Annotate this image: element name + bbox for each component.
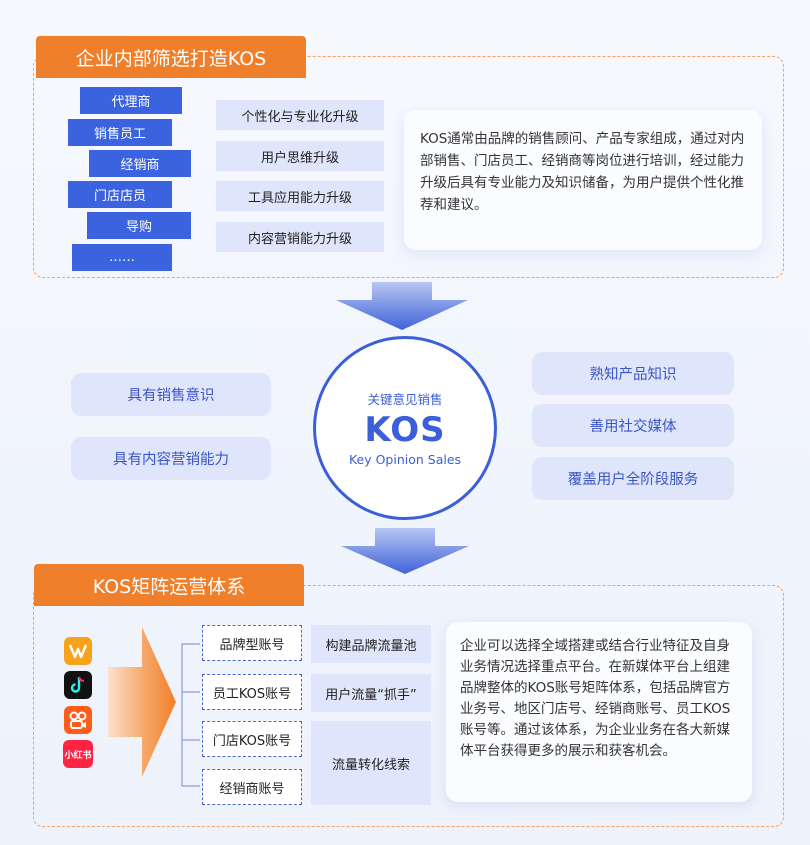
section2-title: KOS矩阵运营体系 xyxy=(34,564,304,606)
account-store-kos: 门店KOS账号 xyxy=(202,721,302,757)
bracket-lines xyxy=(181,643,200,787)
ability-user-thinking: 用户思维升级 xyxy=(216,141,384,171)
down-arrow-icon xyxy=(336,282,468,330)
ability-personalization: 个性化与专业化升级 xyxy=(216,100,384,130)
xiaohongshu-label: 小红书 xyxy=(64,750,92,761)
trait-product-knowledge: 熟知产品知识 xyxy=(532,352,734,395)
function-lead-conversion: 流量转化线索 xyxy=(311,721,431,805)
section1-frame xyxy=(33,56,784,278)
account-brand: 品牌型账号 xyxy=(202,625,302,661)
account-dealer: 经销商账号 xyxy=(202,769,302,805)
trait-sales-awareness: 具有销售意识 xyxy=(71,373,271,416)
role-sales-staff: 销售员工 xyxy=(68,119,172,146)
role-shopping-guide: 导购 xyxy=(87,212,191,239)
xiaohongshu-icon: 小红书 xyxy=(63,740,93,768)
kos-subtitle: 关键意见销售 xyxy=(367,392,443,407)
ability-content-marketing: 内容营销能力升级 xyxy=(216,222,384,252)
weixin-video-icon xyxy=(64,637,92,665)
kos-main-title: KOS xyxy=(364,410,446,450)
function-brand-traffic-pool: 构建品牌流量池 xyxy=(311,625,431,663)
trait-content-marketing: 具有内容营销能力 xyxy=(71,437,271,480)
function-traffic-handle: 用户流量“抓手” xyxy=(311,674,431,712)
kos-english-name: Key Opinion Sales xyxy=(348,452,462,467)
kuaishou-icon xyxy=(64,706,92,734)
trait-full-stage-service: 覆盖用户全阶段服务 xyxy=(532,457,734,500)
kos-center-circle: 关键意见销售 KOS Key Opinion Sales xyxy=(313,336,497,520)
trait-social-media: 善用社交媒体 xyxy=(532,404,734,447)
section2-description: 企业可以选择全域搭建或结合行业特征及自身业务情况选择重点平台。在新媒体平台上组建… xyxy=(446,622,752,802)
ability-tool-usage: 工具应用能力升级 xyxy=(216,181,384,211)
section1-title: 企业内部筛选打造KOS xyxy=(36,36,306,78)
orange-arrow-icon xyxy=(108,627,176,777)
role-more: …… xyxy=(72,244,172,271)
account-employee-kos: 员工KOS账号 xyxy=(202,674,302,710)
down-arrow-icon-2 xyxy=(341,528,469,574)
douyin-icon xyxy=(64,671,92,699)
role-agent: 代理商 xyxy=(80,87,182,114)
role-store-clerk: 门店店员 xyxy=(68,181,172,208)
role-dealer: 经销商 xyxy=(89,150,191,177)
section2-frame xyxy=(33,585,784,827)
section1-description: KOS通常由品牌的销售顾问、产品专家组成，通过对内部销售、门店员工、经销商等岗位… xyxy=(404,110,762,250)
